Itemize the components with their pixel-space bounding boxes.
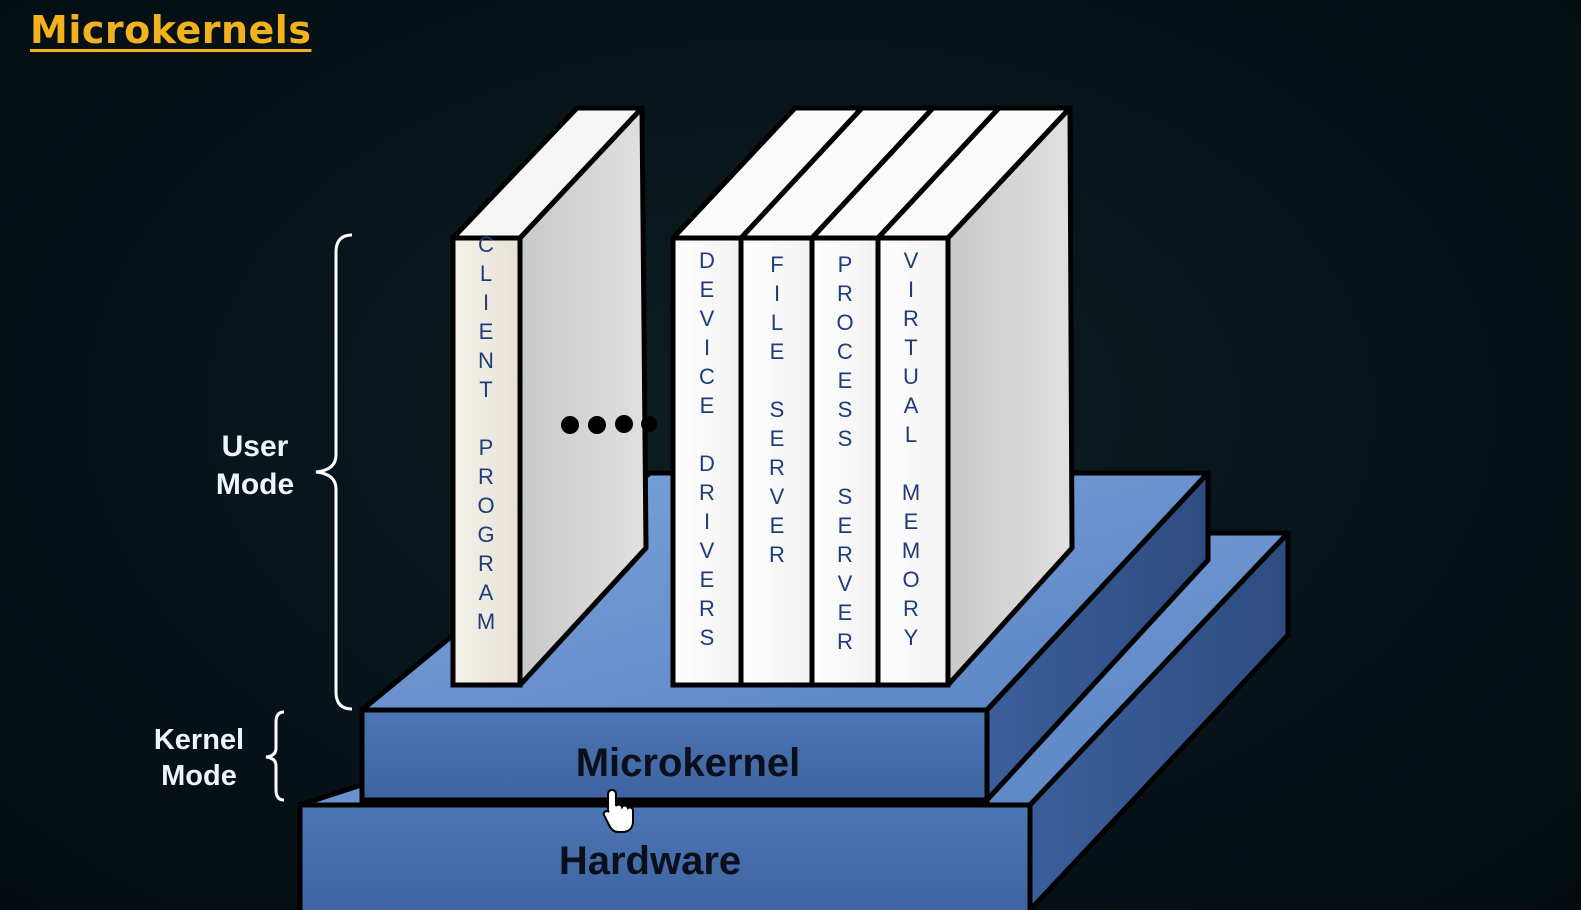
ellipsis-dot (561, 416, 579, 434)
file-server-front (738, 235, 815, 688)
kernel-mode-label: Kernel Mode (153, 724, 245, 793)
process-server-front (809, 235, 881, 688)
microkernel-label: Microkernel (576, 741, 801, 785)
hardware-label: Hardware (559, 839, 741, 883)
virtual-memory-front (875, 235, 951, 688)
ellipsis-dot (615, 415, 633, 433)
user-mode-label: User Mode (215, 430, 295, 501)
microkernel-front (359, 707, 990, 803)
client-program-front (450, 235, 523, 688)
user-mode-brace (315, 233, 353, 711)
slide-title: Microkernels (30, 8, 312, 52)
ellipsis-dot (588, 416, 606, 434)
hardware-front (297, 802, 1033, 910)
device-drivers-front (670, 235, 744, 688)
hand-pointer-icon (602, 788, 634, 833)
kernel-mode-brace (265, 710, 285, 802)
ellipsis-dot (641, 416, 657, 432)
ellipsis-dots (561, 415, 657, 434)
